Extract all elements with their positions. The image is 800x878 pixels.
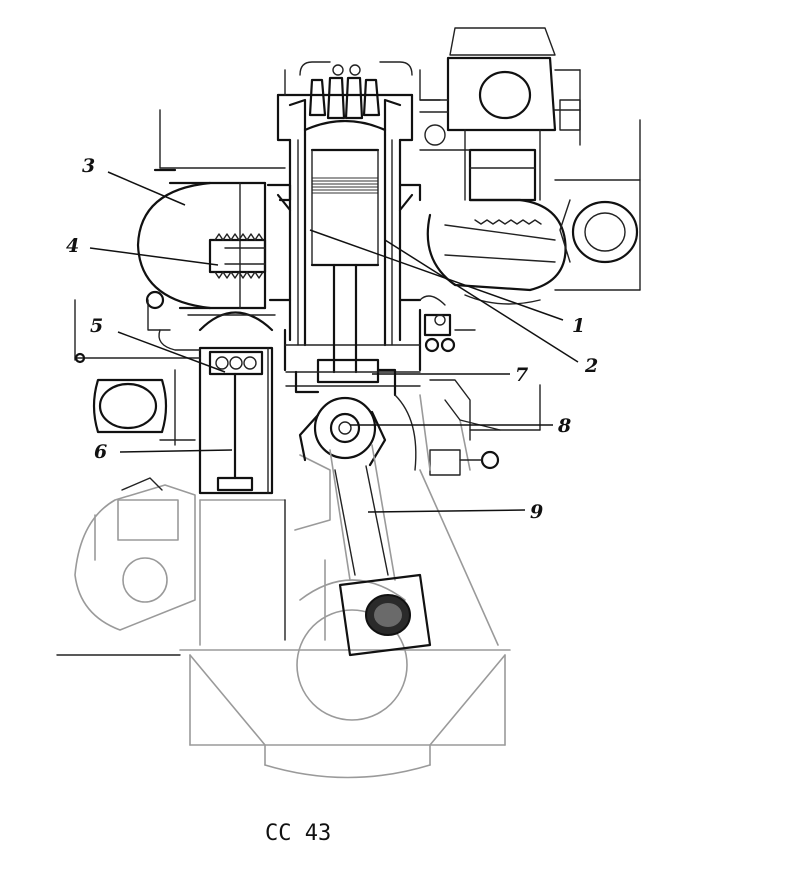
callout-4: 4 [66, 235, 79, 257]
charge-air-cooler [426, 119, 641, 305]
callout-5: 5 [90, 315, 103, 337]
left-frame-details [74, 299, 201, 446]
callout-2: 2 [584, 355, 598, 377]
cylinder-assembly [266, 61, 441, 372]
callout-3: 3 [82, 155, 95, 177]
auxiliary-pump [74, 477, 196, 631]
right-side-details [394, 295, 541, 476]
callout-9: 9 [530, 501, 543, 523]
connecting-rod [329, 444, 432, 657]
callout-labels: 3 4 5 6 1 2 7 8 9 [66, 155, 598, 523]
piston-rod-crosshead [285, 263, 421, 467]
callout-1: 1 [572, 315, 585, 337]
callout-6: 6 [94, 441, 107, 463]
callout-7: 7 [515, 364, 528, 386]
engine-base [56, 559, 511, 779]
figure-caption: CC 43 [265, 821, 331, 846]
scavenge-pump [145, 290, 276, 495]
scavenge-air-receiver [136, 109, 286, 310]
scavenge-port-coil [208, 233, 267, 279]
crankcase-frame [199, 419, 499, 646]
callout-8: 8 [557, 415, 571, 437]
callout-leaders [89, 171, 579, 513]
turbocharger [419, 27, 581, 202]
